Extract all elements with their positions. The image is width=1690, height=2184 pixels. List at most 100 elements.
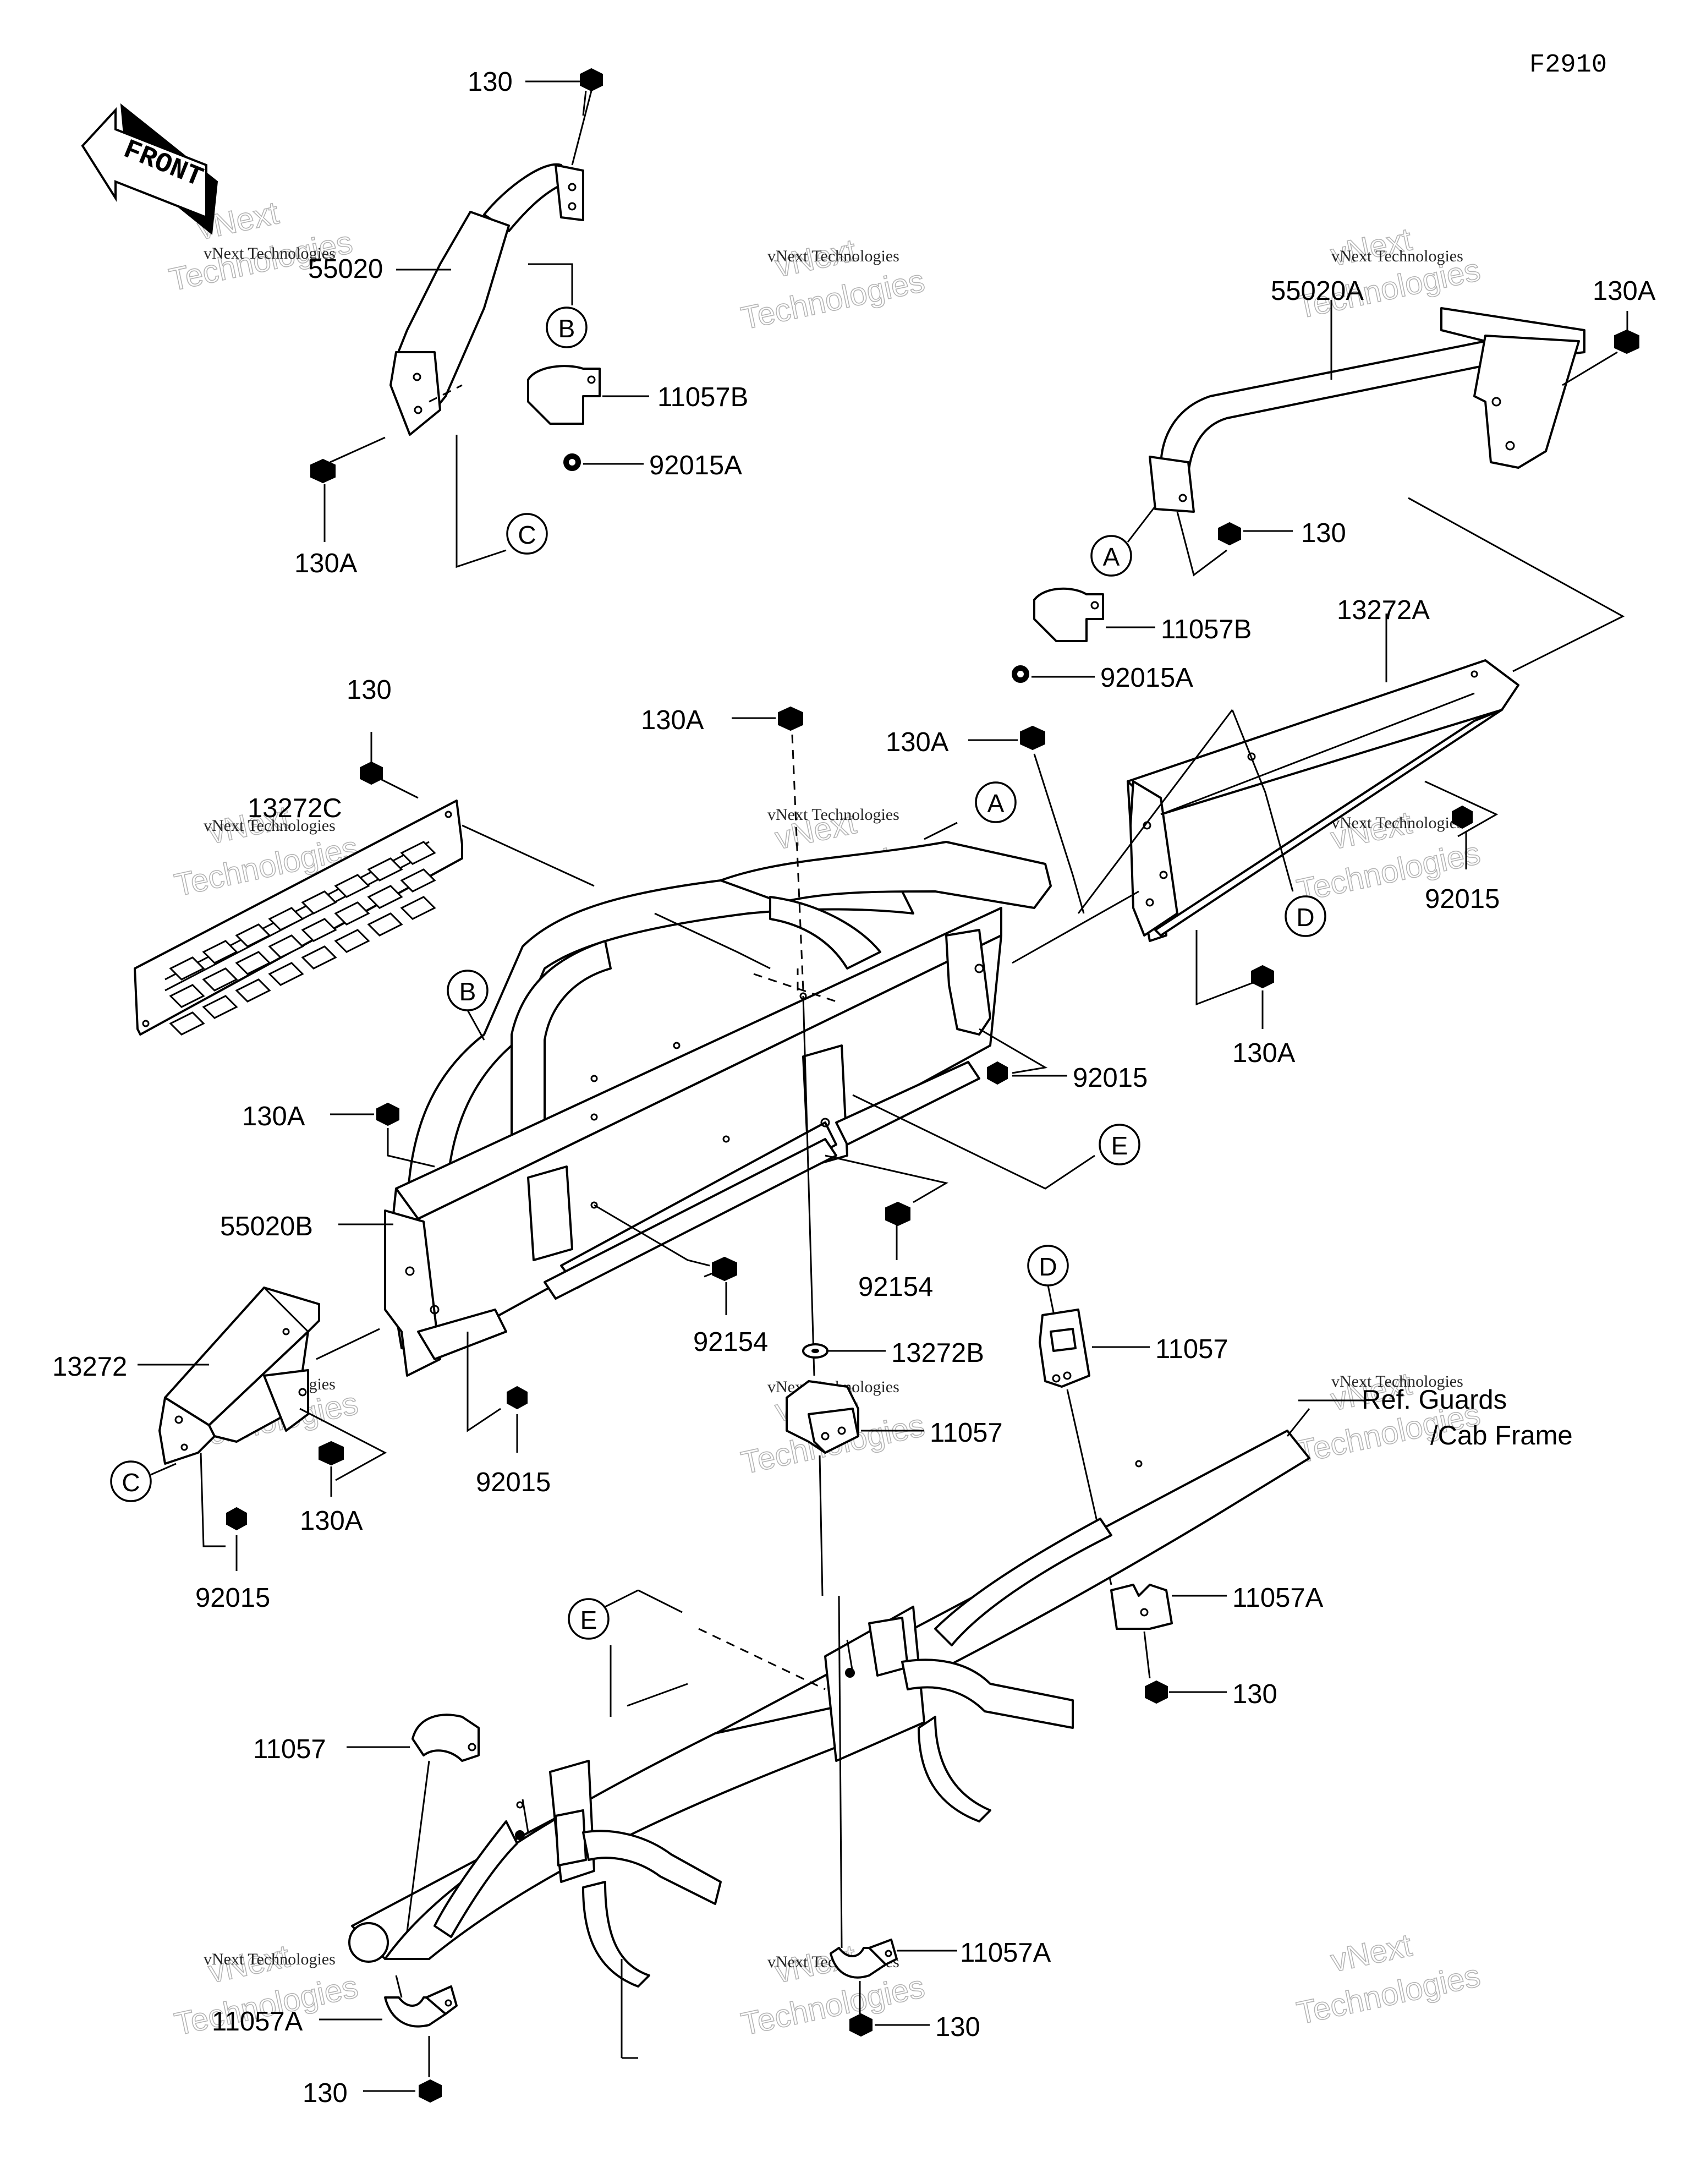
label-55020B: 55020B xyxy=(220,1212,313,1241)
label-92015A-right: 92015A xyxy=(1100,663,1193,693)
part-55020A-tube xyxy=(1149,307,1585,513)
nut-icon xyxy=(1012,665,1029,683)
bolt-icon xyxy=(310,436,386,484)
part-55020-bracket xyxy=(389,163,584,436)
watermark-text: vNext Technologies xyxy=(1331,247,1463,265)
bolt-icon xyxy=(1020,725,1045,751)
bolt-icon xyxy=(849,1981,873,2037)
label-130-bottomcenter: 130 xyxy=(935,2012,980,2042)
label-130A-left: 130A xyxy=(294,549,358,578)
nut-icon xyxy=(563,453,581,471)
label-11057B-right: 11057B xyxy=(1161,615,1252,644)
label-92015-lower: 92015 xyxy=(476,1468,551,1497)
svg-text:C: C xyxy=(122,1468,140,1497)
ref-a-marker: A xyxy=(1090,535,1132,577)
bolt-icon xyxy=(319,1441,344,1466)
label-11057A-bottomleft: 11057A xyxy=(212,2007,303,2037)
part-11057-mount xyxy=(786,1380,859,1454)
label-130A-bottomleft: 130A xyxy=(300,1506,363,1536)
watermark-text: vNext Technologies xyxy=(1331,814,1463,832)
label-92154-a: 92154 xyxy=(693,1327,768,1357)
svg-text:A: A xyxy=(987,789,1005,818)
label-11057-d: 11057 xyxy=(1155,1334,1228,1364)
part-55020B-bumper xyxy=(384,841,1052,1377)
svg-text:E: E xyxy=(1111,1131,1128,1160)
ref-d-marker: D xyxy=(1285,895,1326,937)
watermark-text: vNext Technologies xyxy=(204,1950,336,1968)
watermark-text: vNext Technologies xyxy=(767,247,899,265)
svg-text:B: B xyxy=(459,977,476,1006)
label-130-midleft: 130 xyxy=(347,675,392,705)
part-cab-frame xyxy=(348,1430,1310,1988)
bolt-icon xyxy=(885,1201,910,1227)
ref-d-marker: D xyxy=(1027,1245,1069,1287)
figure-code: F2910 xyxy=(1529,51,1607,80)
watermark-text: vNext Technologies xyxy=(204,817,336,835)
svg-text:D: D xyxy=(1296,903,1314,932)
label-13272: 13272 xyxy=(52,1352,127,1382)
part-13272-bracket xyxy=(158,1287,320,1465)
watermark-technologies: Technologies xyxy=(1294,1957,1484,2031)
label-130-right: 130 xyxy=(1301,518,1346,548)
label-130-lowerright: 130 xyxy=(1232,1679,1277,1709)
watermark-text: vNext Technologies xyxy=(204,244,336,262)
label-130A-topright: 130A xyxy=(1593,276,1656,306)
label-92154-b: 92154 xyxy=(858,1272,933,1302)
svg-text:E: E xyxy=(580,1606,597,1634)
bolt-icon xyxy=(360,761,383,785)
nut-icon xyxy=(507,1386,528,1410)
label-130-top: 130 xyxy=(468,67,513,97)
label-92015A-left: 92015A xyxy=(649,451,742,480)
label-13272B: 13272B xyxy=(891,1338,984,1368)
label-11057-center: 11057 xyxy=(930,1418,1003,1448)
label-11057-left: 11057 xyxy=(253,1734,326,1764)
part-11057-mount xyxy=(1039,1309,1090,1388)
part-13272C-grille xyxy=(134,800,463,1036)
bolt-icon xyxy=(376,1102,399,1126)
front-arrow-icon: FRONT xyxy=(81,103,218,235)
ref-b-marker: B xyxy=(447,970,489,1011)
part-11057-clamp xyxy=(411,1714,480,1762)
label-11057A-right: 11057A xyxy=(1232,1583,1324,1613)
label-130-bottomleft: 130 xyxy=(303,2078,348,2108)
clamp-icon xyxy=(1033,587,1104,642)
label-130A-leftmid: 130A xyxy=(242,1102,305,1131)
label-92015-right: 92015 xyxy=(1425,884,1500,914)
label-13272C: 13272C xyxy=(248,793,342,823)
label-13272A: 13272A xyxy=(1337,595,1430,625)
svg-text:C: C xyxy=(518,521,536,549)
watermark-technologies: Technologies xyxy=(738,262,928,336)
clamp-icon xyxy=(527,365,601,425)
ref-e-marker: E xyxy=(568,1598,610,1640)
label-11057B-left: 11057B xyxy=(657,382,748,412)
watermark-text: vNext Technologies xyxy=(767,806,899,824)
washer-icon xyxy=(802,1343,828,1359)
part-11057A-clamp xyxy=(1110,1584,1173,1630)
part-11057A-clamp xyxy=(384,1985,458,2028)
label-130A-right2: 130A xyxy=(1232,1038,1296,1068)
bolt-icon xyxy=(1251,965,1274,989)
bolt-icon xyxy=(580,68,603,116)
label-11057A-bottomcenter: 11057A xyxy=(960,1938,1051,1968)
watermark-text: vNext Technologies xyxy=(1331,1372,1463,1391)
reference-note-line1: Ref. Guards xyxy=(1362,1385,1507,1415)
nut-icon xyxy=(987,1061,1008,1085)
bolt-icon xyxy=(1218,522,1241,546)
ref-e-marker: E xyxy=(1099,1124,1140,1165)
reference-note-line2: /Cab Frame xyxy=(1430,1421,1573,1450)
svg-text:B: B xyxy=(558,314,575,343)
bolt-icon xyxy=(704,1256,737,1282)
ref-c-marker: C xyxy=(110,1460,152,1502)
svg-text:A: A xyxy=(1103,543,1120,571)
part-13272A-bracket xyxy=(1127,659,1519,942)
ref-a-marker: A xyxy=(975,781,1017,823)
bolt-icon xyxy=(419,2036,442,2103)
watermark-technologies: Technologies xyxy=(738,1968,928,2042)
ref-c-marker: C xyxy=(506,513,548,555)
bolt-icon xyxy=(1614,329,1639,354)
label-92015-center: 92015 xyxy=(1073,1063,1148,1093)
part-11057A-clamp xyxy=(830,1939,898,1979)
bolt-icon xyxy=(778,706,803,731)
